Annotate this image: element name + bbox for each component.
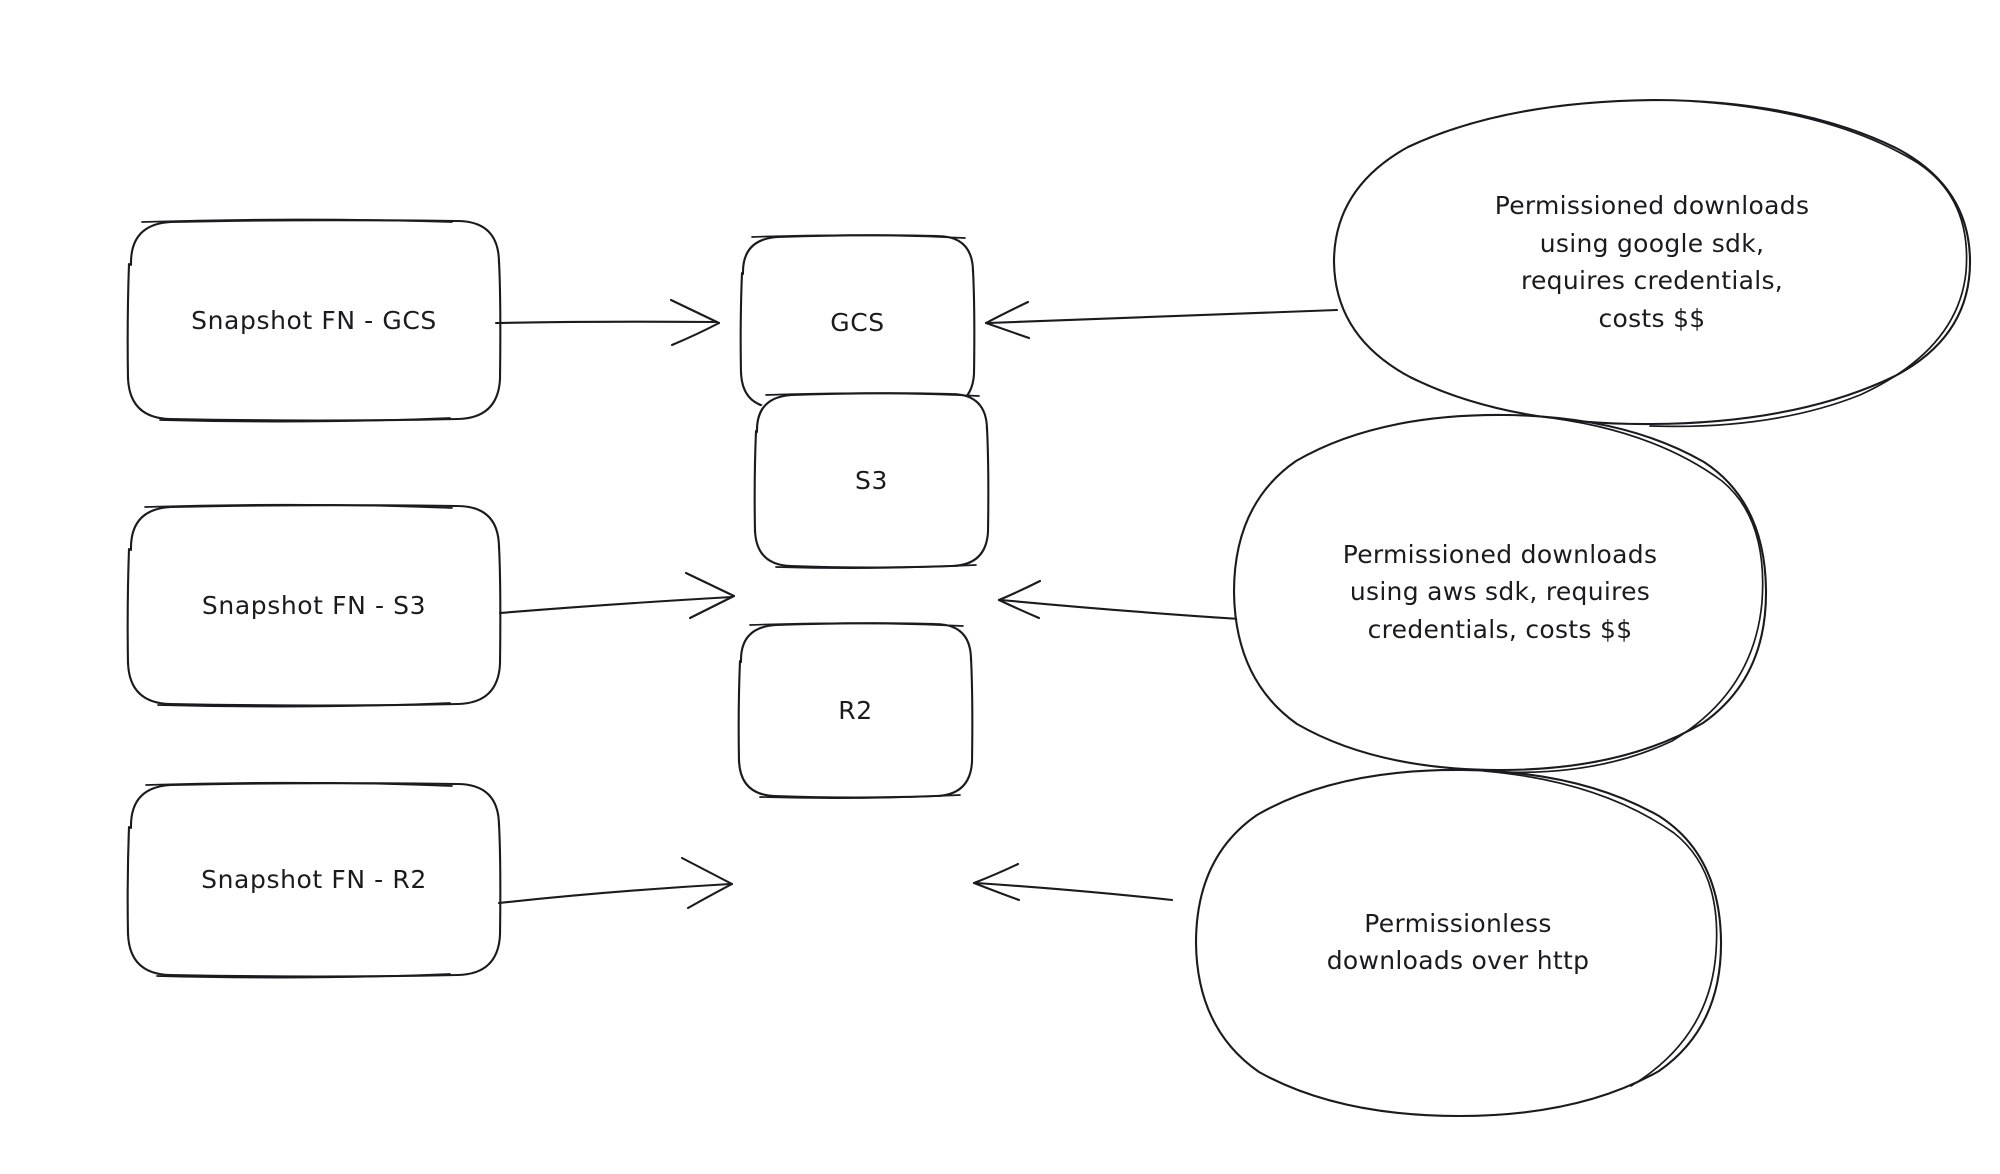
node-snapshot-fn-gcs-shape[interactable]	[126, 218, 502, 423]
row-r2	[126, 622, 1723, 1118]
node-snapshot-fn-r2-shape[interactable]	[126, 781, 502, 979]
arrow-note-gcs-to-gcs	[984, 300, 1339, 340]
note-r2-shape[interactable]	[1194, 768, 1723, 1118]
node-r2-shape[interactable]	[737, 622, 974, 799]
node-gcs-shape[interactable]	[739, 234, 976, 411]
arrow-snapshot-fn-r2-to-r2	[497, 856, 734, 910]
arrow-snapshot-fn-gcs-to-gcs	[494, 298, 721, 347]
node-s3-shape[interactable]	[753, 392, 990, 569]
row-gcs	[126, 98, 1972, 428]
row-s3	[126, 392, 1768, 774]
note-s3-shape[interactable]	[1232, 413, 1768, 774]
arrow-note-s3-to-s3	[997, 579, 1242, 621]
node-snapshot-fn-s3-shape[interactable]	[126, 503, 502, 708]
arrow-snapshot-fn-s3-to-s3	[498, 571, 736, 620]
arrow-note-r2-to-r2	[972, 862, 1174, 902]
note-gcs-shape[interactable]	[1332, 98, 1972, 428]
